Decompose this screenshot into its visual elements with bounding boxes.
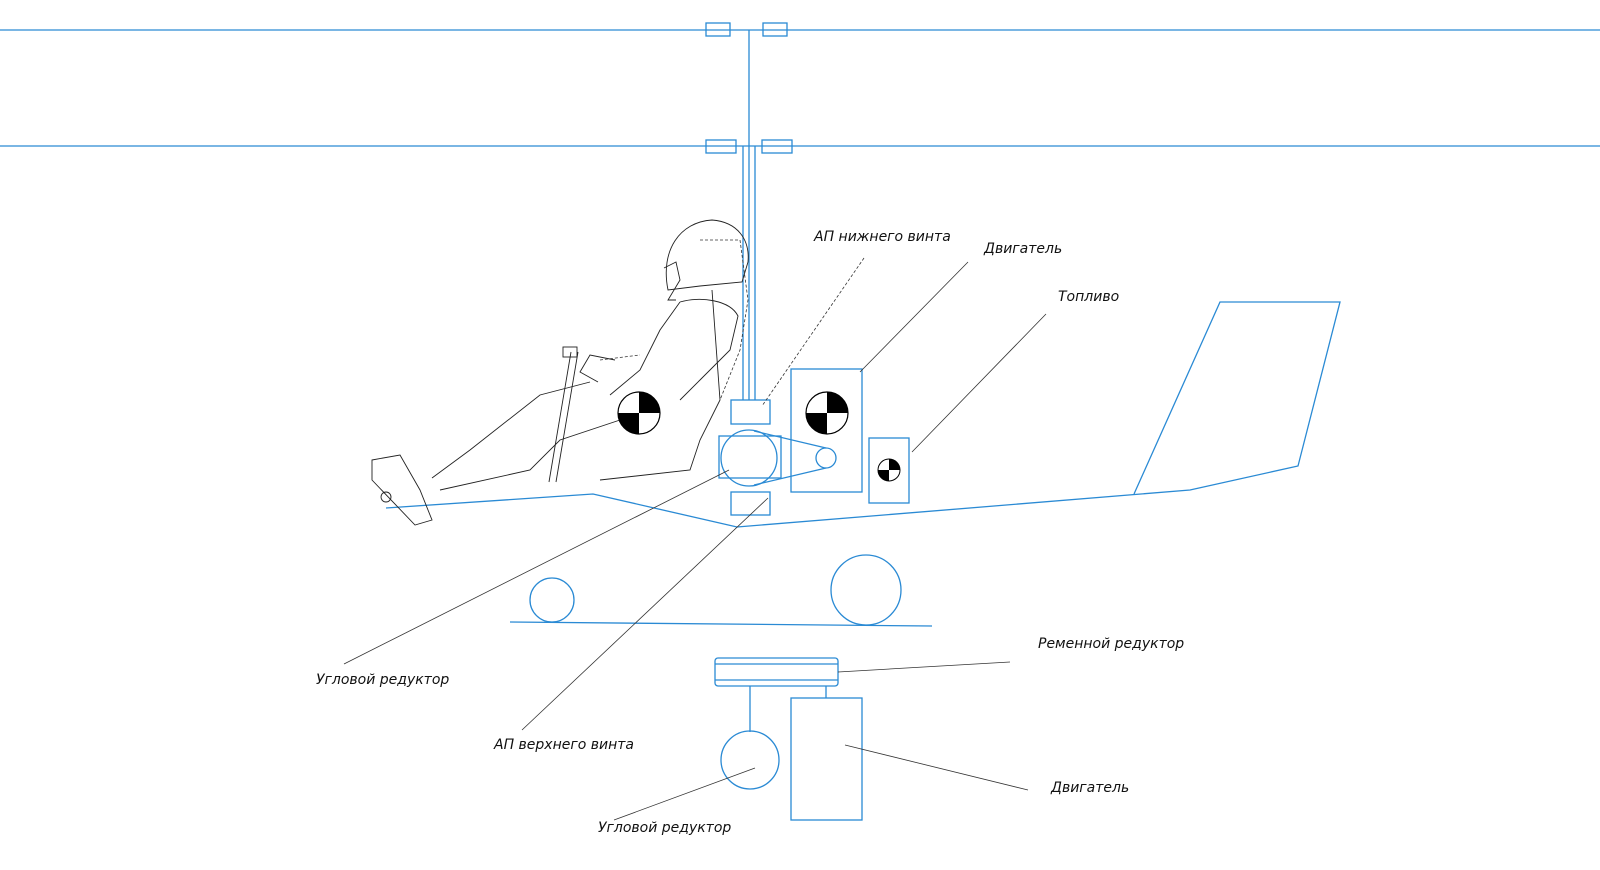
belt-reducer-box: [714, 657, 839, 687]
leader-engine-bottom: [844, 744, 1029, 791]
leader-fuel: [911, 313, 1047, 453]
label-fuel: Топливо: [1058, 289, 1119, 305]
leader-ap-upper: [521, 497, 769, 731]
engine-lower-box: [790, 697, 863, 821]
label-ap-lower-rotor: АП нижнего винта: [813, 229, 951, 245]
angle-reducer-lower: [720, 730, 780, 790]
leader-ap-lower: [761, 257, 865, 407]
angle-reducer-box: [718, 435, 782, 479]
leader-angle-reducer-left: [343, 469, 730, 665]
lower-hub-left: [705, 139, 737, 154]
leader-engine-top: [859, 261, 969, 373]
label-ap-upper-rotor: АП верхнего винта: [493, 737, 634, 753]
label-angle-reducer-bottom: Угловой редуктор: [598, 820, 731, 836]
belt-lower: [753, 467, 827, 486]
cg-symbol-pilot: [617, 391, 661, 435]
label-angle-reducer-left: Угловой редуктор: [316, 672, 449, 688]
fuselage-outline: [385, 301, 1341, 528]
label-belt-reducer: Ременной редуктор: [1038, 636, 1184, 652]
upper-hub-right: [762, 22, 788, 37]
belt-pulley: [815, 447, 837, 469]
fuel-tank: [868, 437, 910, 504]
pilot-figure: [371, 219, 749, 526]
angle-reducer-circle: [720, 429, 778, 487]
rear-wheel: [830, 554, 902, 626]
lower-hub-right: [761, 139, 793, 154]
upper-hub-left: [705, 22, 731, 37]
ap-upper-rotor-block: [730, 491, 771, 516]
cg-symbol-fuel: [877, 458, 901, 482]
leader-belt-reducer: [837, 661, 1011, 673]
ap-lower-rotor-block: [730, 399, 771, 425]
leader-angle-reducer-bottom: [613, 767, 756, 821]
engine-block: [790, 368, 863, 493]
skid-line: [509, 621, 933, 627]
belt-upper: [753, 430, 827, 449]
label-engine-top: Двигатель: [983, 241, 1062, 257]
label-engine-bottom: Двигатель: [1050, 780, 1129, 796]
front-wheel: [529, 577, 575, 623]
cg-symbol-engine: [805, 391, 849, 435]
